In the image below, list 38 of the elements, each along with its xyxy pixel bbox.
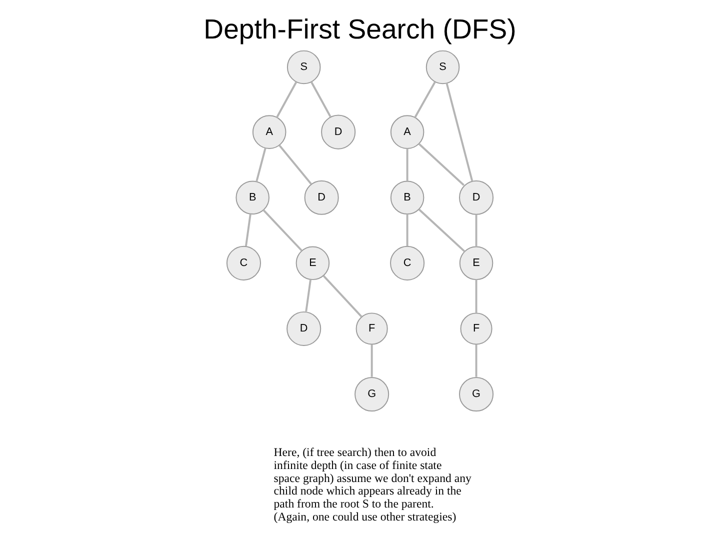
node-circle: C <box>226 246 261 280</box>
node-circle: B <box>390 180 424 215</box>
connector <box>256 148 266 182</box>
node-circle: E <box>459 246 494 280</box>
node-circle: S <box>286 50 321 84</box>
connector <box>418 208 466 252</box>
node-circle: D <box>286 311 322 346</box>
label: Here, (if tree search) then to avoid infinite depth (in case of finite state space graph) assume we don't expand any child node which appears already in the path from the root S to the parent. (Again, one could use other strategies) <box>274 445 472 524</box>
connector <box>310 81 332 118</box>
node-circle: F <box>356 312 388 345</box>
node-circle: G <box>354 377 390 412</box>
connector <box>262 209 302 252</box>
node-circle: S <box>426 50 460 84</box>
node-circle: D <box>304 180 339 215</box>
connector <box>278 144 312 185</box>
connector <box>305 279 312 312</box>
node-circle: D <box>321 114 356 150</box>
connector <box>418 143 464 186</box>
connector <box>322 275 362 318</box>
connector <box>406 214 408 246</box>
node-circle: G <box>459 377 494 412</box>
node-circle: D <box>459 180 494 215</box>
connector <box>475 344 478 377</box>
connector <box>414 81 436 118</box>
node-circle: B <box>236 180 270 215</box>
connector <box>370 344 373 377</box>
diagram-title: Depth-First Search (DFS) <box>204 13 516 44</box>
connector <box>276 81 298 118</box>
connector <box>446 82 474 182</box>
connector <box>475 214 478 247</box>
node-circle: A <box>390 115 424 149</box>
node-circle: E <box>296 246 330 280</box>
connector <box>475 280 478 313</box>
connector <box>406 148 408 181</box>
node-circle: F <box>460 312 492 345</box>
connector <box>245 214 252 246</box>
node-circle: A <box>252 115 286 149</box>
node-circle: C <box>390 246 425 280</box>
